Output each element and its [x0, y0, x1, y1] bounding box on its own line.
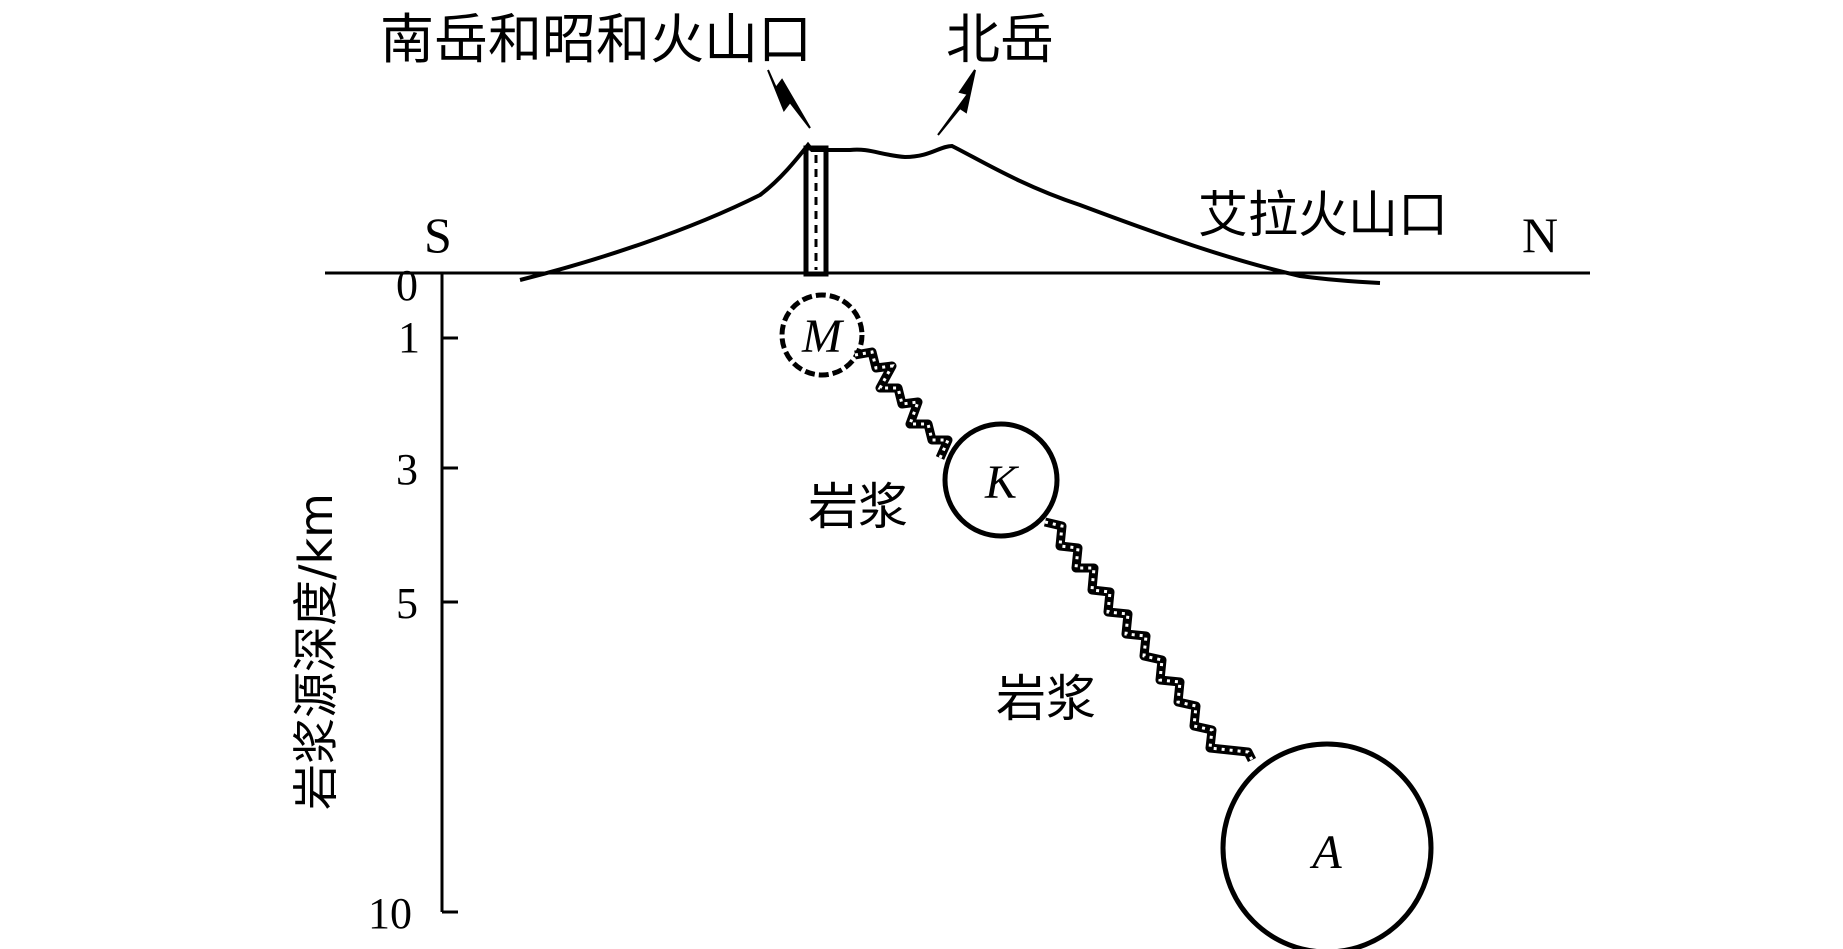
mountain-profile	[519, 141, 1381, 285]
arrow-north-peak	[937, 69, 976, 136]
y-axis-label: 岩浆源深度/km	[289, 493, 343, 810]
magma-chamber-K	[942, 421, 1060, 539]
label-north-peak: 北岳	[946, 8, 1054, 71]
tick-label-5: 5	[396, 579, 418, 628]
magma-conduit-lower	[1043, 517, 1257, 763]
magma-chamber-A	[1220, 741, 1434, 949]
label-magma-lower: 岩浆	[996, 670, 1096, 728]
magma-chamber-M	[779, 292, 865, 378]
label-south: S	[424, 207, 452, 263]
magma-conduit-upper	[854, 347, 953, 460]
chamber-label-M: M	[801, 310, 845, 363]
chamber-label-K: K	[984, 456, 1020, 509]
label-south-crater: 南岳和昭和火山口	[380, 8, 812, 71]
tick-label-3: 3	[396, 445, 418, 494]
label-ella-crater: 艾拉火山口	[1198, 186, 1448, 244]
arrow-south-crater	[767, 69, 811, 129]
label-magma-upper: 岩浆	[808, 478, 908, 536]
magma-conduit-upper-pattern	[854, 350, 951, 459]
label-north: N	[1522, 207, 1558, 263]
tick-label-0: 0	[396, 261, 418, 310]
tick-label-10: 10	[368, 889, 412, 938]
tick-label-1: 1	[398, 313, 420, 362]
chamber-label-A: A	[1309, 826, 1342, 879]
